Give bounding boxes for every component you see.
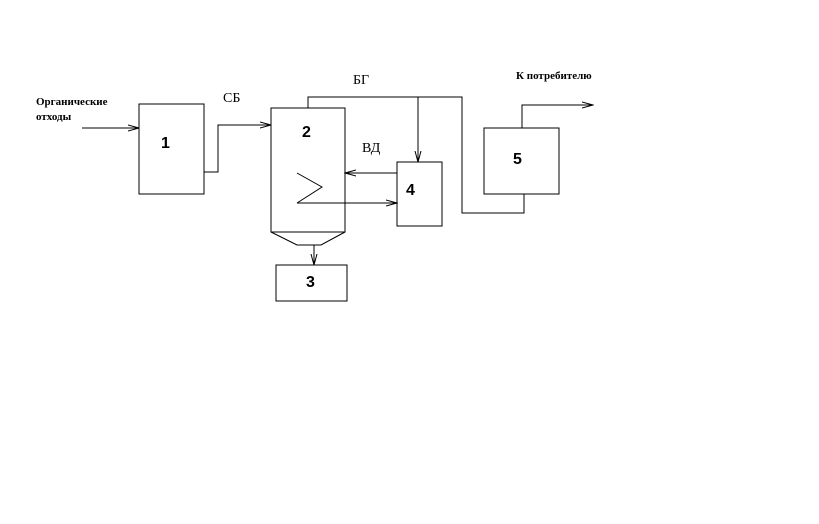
block-5-label: 5	[513, 151, 522, 168]
vd-label: ВД	[362, 141, 381, 156]
block-1-label: 1	[161, 135, 170, 152]
block-1	[138, 103, 205, 195]
block-4-label: 4	[406, 182, 415, 199]
block-5	[483, 127, 560, 195]
block-2-label: 2	[302, 124, 311, 141]
heat-exchanger-coil	[296, 172, 323, 204]
block-4	[396, 161, 443, 227]
output-flow-line	[521, 105, 593, 128]
sb-label: СБ	[223, 91, 240, 106]
block-3	[275, 264, 348, 302]
block-3-label: 3	[306, 274, 315, 291]
bg-label: БГ	[353, 73, 369, 88]
sb-flow-line	[204, 125, 271, 173]
block-2-cone	[270, 231, 346, 246]
input-label-line2: отходы	[36, 111, 72, 123]
bg-flow-line	[307, 96, 525, 214]
block-2	[270, 107, 346, 233]
input-label-line1: Органические	[36, 96, 108, 108]
output-label: К потребителю	[516, 70, 592, 82]
